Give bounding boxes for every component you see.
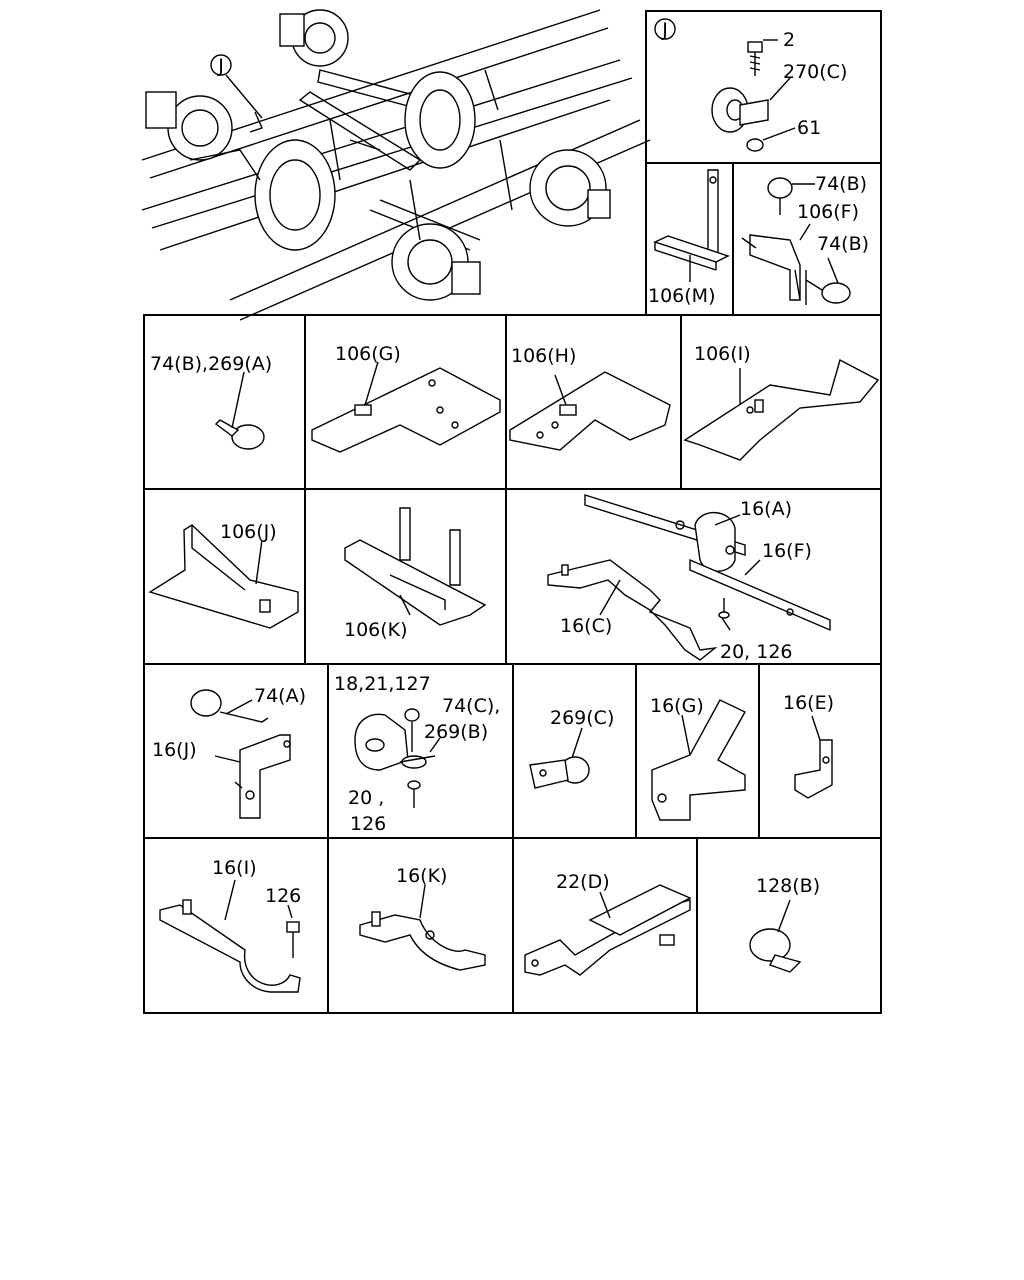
bracket-16k-drawing bbox=[359, 884, 486, 971]
mount-74c-269b-drawing bbox=[354, 708, 441, 808]
label-74b-269a: 74(B),269(A) bbox=[150, 353, 272, 375]
callout-j-detail: J bbox=[661, 19, 668, 41]
label-2: 2 bbox=[783, 29, 795, 51]
label-106h: 106(H) bbox=[511, 345, 576, 367]
label-74c: 74(C), bbox=[442, 695, 500, 717]
detail-j-clamp-drawing: J bbox=[654, 18, 796, 152]
bracket-16g-drawing bbox=[651, 699, 746, 821]
label-106j: 106(J) bbox=[220, 521, 277, 543]
label-74b-bottom: 74(B) bbox=[817, 233, 869, 255]
svg-text:J: J bbox=[217, 55, 224, 77]
plate-106i-drawing bbox=[683, 358, 880, 461]
bracket-106j-drawing bbox=[148, 524, 299, 629]
bracket-106f-drawing bbox=[741, 177, 851, 305]
label-22d: 22(D) bbox=[556, 871, 610, 893]
clip-128b-drawing bbox=[749, 899, 802, 973]
label-16k: 16(K) bbox=[396, 865, 447, 887]
label-106m: 106(M) bbox=[648, 285, 715, 307]
label-16g: 16(G) bbox=[650, 695, 704, 717]
label-106i: 106(I) bbox=[694, 343, 751, 365]
label-126-b: 126 bbox=[350, 813, 386, 835]
label-106g: 106(G) bbox=[335, 343, 401, 365]
label-106k: 106(K) bbox=[344, 619, 408, 641]
label-18-21-127: 18,21,127 bbox=[334, 673, 431, 695]
bracket-22d-drawing bbox=[524, 884, 692, 976]
label-270c: 270(C) bbox=[783, 61, 847, 83]
label-20-b: 20 , bbox=[348, 787, 384, 809]
label-128b: 128(B) bbox=[756, 875, 820, 897]
bracket-16e-drawing bbox=[794, 715, 833, 799]
grid-frame bbox=[143, 10, 882, 1014]
label-74a: 74(A) bbox=[254, 685, 306, 707]
bracket-106m-drawing bbox=[653, 169, 730, 282]
label-269c: 269(C) bbox=[550, 707, 614, 729]
label-74b-top: 74(B) bbox=[815, 173, 867, 195]
plate-106h-drawing bbox=[509, 371, 671, 451]
label-16j: 16(J) bbox=[152, 739, 197, 761]
clip-269c-drawing bbox=[529, 727, 590, 789]
plate-106g-drawing bbox=[311, 361, 501, 453]
label-16e: 16(E) bbox=[783, 692, 834, 714]
label-61: 61 bbox=[797, 117, 821, 139]
label-126-c: 126 bbox=[265, 885, 301, 907]
label-106f: 106(F) bbox=[797, 201, 859, 223]
plate-106k-drawing bbox=[344, 507, 487, 626]
label-20-126-a: 20, 126 bbox=[720, 641, 793, 663]
label-16a: 16(A) bbox=[740, 498, 792, 520]
bracket-16i-drawing bbox=[159, 879, 301, 993]
label-16c: 16(C) bbox=[560, 615, 612, 637]
label-16f: 16(F) bbox=[762, 540, 812, 562]
callout-j-overview: J bbox=[210, 54, 232, 77]
clip-74b-269a-drawing bbox=[214, 371, 265, 450]
brackets-16a-16f-16c-drawing bbox=[547, 494, 831, 661]
label-16i: 16(I) bbox=[212, 857, 257, 879]
chassis-overview-drawing bbox=[141, 9, 651, 321]
bracket-16j-clip-74a-drawing bbox=[190, 689, 291, 819]
label-269b: 269(B) bbox=[424, 721, 488, 743]
